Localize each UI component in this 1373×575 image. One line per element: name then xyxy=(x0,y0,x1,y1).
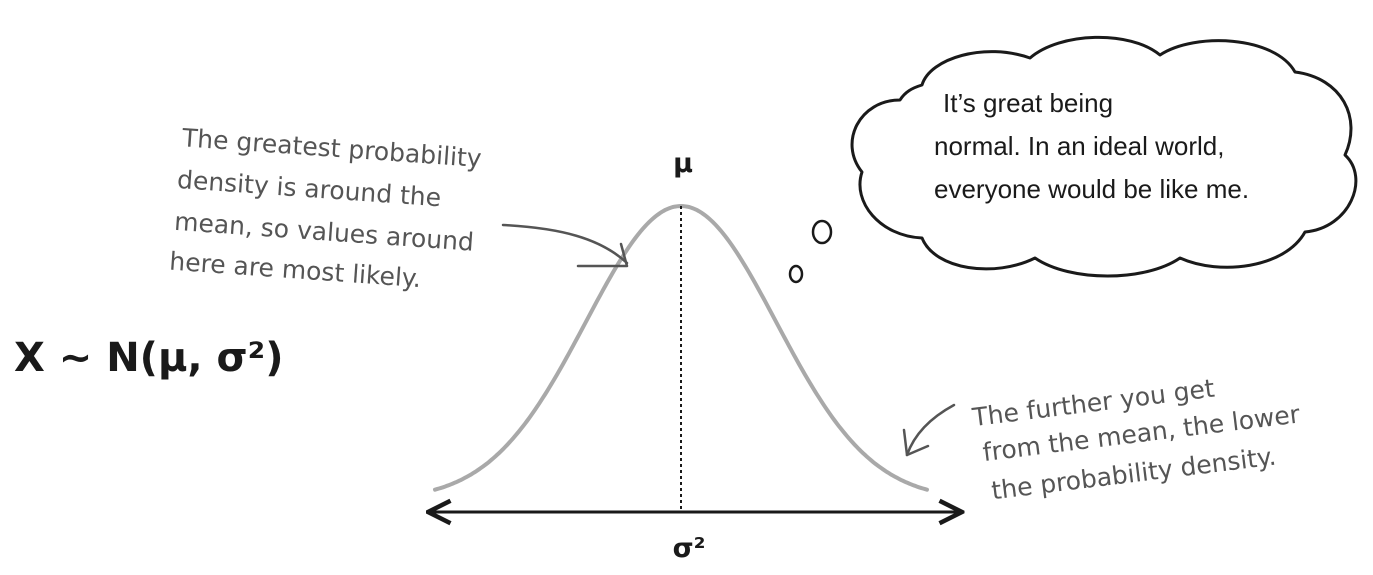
thought-bubble-line: normal. In an ideal world, xyxy=(934,131,1224,161)
thought-bubble-cloud xyxy=(850,35,1358,278)
tail-annotation: The further you get from the mean, the l… xyxy=(970,374,1302,506)
tail-annotation-arrow xyxy=(905,403,956,457)
thought-bubble-dot-large xyxy=(811,219,833,245)
peak-annotation-line: density is around the xyxy=(176,165,442,212)
peak-annotation-line: here are most likely. xyxy=(169,247,422,294)
mean-label: μ xyxy=(673,148,693,179)
peak-annotation: The greatest probability density is arou… xyxy=(169,123,483,294)
peak-annotation-arrowhead xyxy=(576,242,629,268)
variance-label: σ² xyxy=(673,533,706,564)
thought-bubble-dot-small xyxy=(788,264,804,284)
peak-annotation-arrow xyxy=(501,223,629,265)
distribution-formula: X ~ N(μ, σ²) xyxy=(14,335,283,381)
thought-bubble-line: everyone would be like me. xyxy=(934,174,1249,204)
peak-annotation-line: The greatest probability xyxy=(180,123,483,173)
thought-bubble-line: It’s great being xyxy=(943,88,1113,118)
tail-annotation-arrowhead xyxy=(902,428,930,457)
